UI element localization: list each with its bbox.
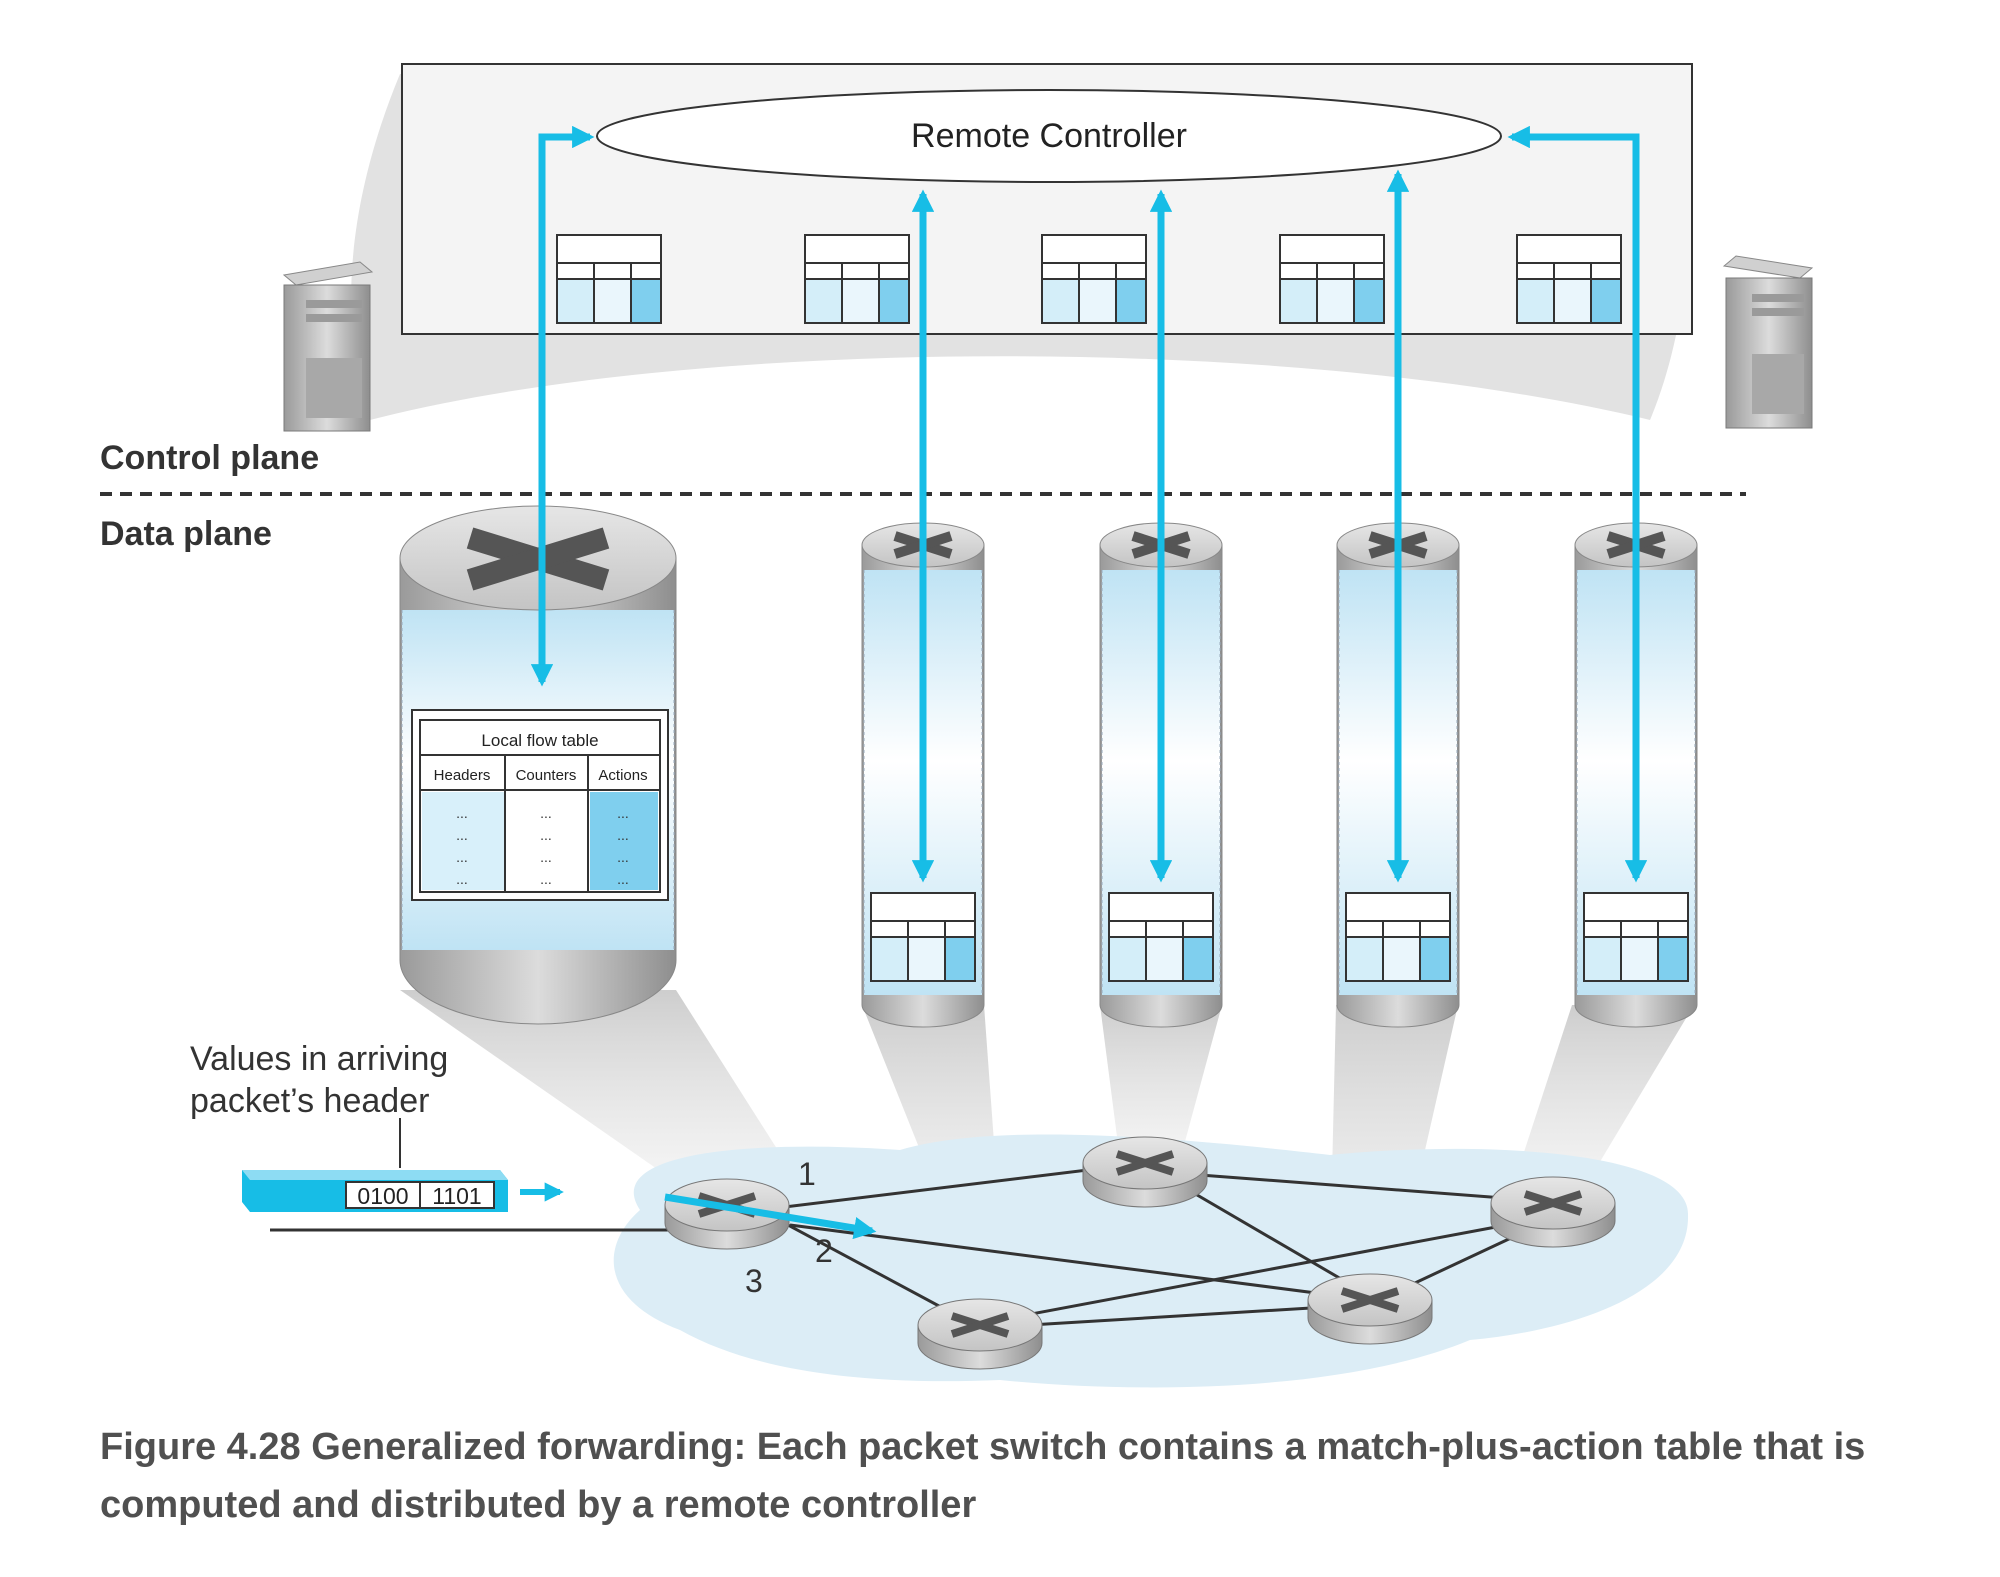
remote-controller-label: Remote Controller: [911, 117, 1187, 155]
flow-table-cell: ...: [617, 849, 629, 865]
flow-table-cell: ...: [456, 827, 468, 843]
port-1-label: 1: [798, 1156, 816, 1192]
network-router-3: [1490, 1176, 1616, 1248]
router-x-icon: [1115, 1150, 1175, 1176]
network-router-2: [1082, 1136, 1208, 1208]
flow-table-cell: ...: [456, 871, 468, 887]
port-2-label: 2: [815, 1233, 833, 1269]
port-3-label: 3: [745, 1263, 763, 1299]
packet-field-1: 0100: [357, 1183, 408, 1209]
data-plane-label: Data plane: [100, 515, 272, 553]
forwarding-arrow: [664, 1193, 877, 1240]
arriving-packet: 0100 1101: [242, 1118, 564, 1212]
router-x-icon: [1340, 1287, 1400, 1313]
server-icon-right: [1722, 255, 1814, 429]
controller-table-3: [1041, 234, 1147, 324]
server-icon-left: [282, 261, 374, 432]
arrow-to-local-switch: [530, 125, 595, 687]
flow-table-cell: ...: [540, 849, 552, 865]
controller-table-5: [1516, 234, 1622, 324]
flow-table-cell: ...: [456, 805, 468, 821]
network-links: [270, 1161, 1561, 1330]
remote-controller: [596, 89, 1502, 183]
flow-table-cell: ...: [456, 849, 468, 865]
switch-flow-table-5: [1583, 892, 1689, 982]
switch-flow-table-3: [1108, 892, 1214, 982]
flow-table-cell: ...: [617, 827, 629, 843]
network-router-5: [1307, 1273, 1433, 1345]
flow-table-title: Local flow table: [481, 731, 598, 750]
control-plane-label: Control plane: [100, 439, 319, 477]
router-x-icon: [950, 1312, 1010, 1338]
flow-table-col-counters: Counters: [516, 767, 577, 784]
flow-table-cell: ...: [617, 805, 629, 821]
controller-table-4: [1279, 234, 1385, 324]
flow-table-col-actions: Actions: [598, 767, 647, 784]
packet-field-2: 1101: [432, 1183, 481, 1209]
flow-table-cell: ...: [540, 871, 552, 887]
packet-label-line2: packet’s header: [190, 1082, 429, 1120]
local-flow-table: Local flow table Headers Counters Action…: [411, 709, 669, 901]
network-routers: [664, 1136, 1616, 1370]
controller-table-2: [804, 234, 910, 324]
controller-arrows: [530, 125, 1648, 883]
flow-table-cell: ...: [617, 871, 629, 887]
switch-flow-table-4: [1345, 892, 1451, 982]
figure-caption: Figure 4.28 Generalized forwarding: Each…: [100, 1426, 1866, 1526]
flow-table-cell: ...: [540, 827, 552, 843]
controller-table-1: [556, 234, 662, 324]
flow-table-col-headers: Headers: [434, 767, 491, 784]
switch-flow-table-2: [870, 892, 976, 982]
flow-table-cell: ...: [540, 805, 552, 821]
arrow-switch-5: [1507, 125, 1648, 883]
network-router-4: [917, 1298, 1043, 1370]
router-x-icon: [1523, 1190, 1583, 1216]
packet-label-line1: Values in arriving: [190, 1040, 448, 1078]
switch-columns: [861, 522, 1698, 1028]
flow-table-cells: ....................................: [456, 805, 629, 887]
